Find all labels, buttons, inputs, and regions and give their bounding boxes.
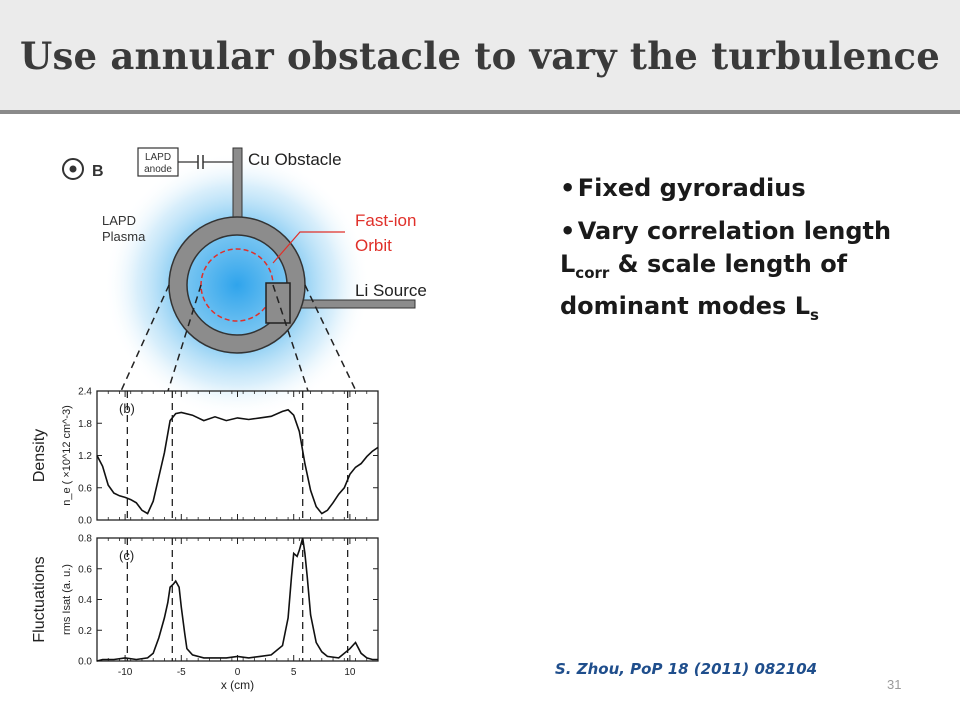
bullet-item-1: • Fixed gyroradius <box>560 174 806 202</box>
chart-xtick-label: -5 <box>177 667 186 678</box>
plasma-glow <box>104 152 370 418</box>
chart-ytick-label: 0.4 <box>78 595 92 606</box>
chart-ytick-label: 1.2 <box>78 451 92 462</box>
citation: S. Zhou, PoP 18 (2011) 082104 <box>555 660 818 678</box>
title-bar: Use annular obstacle to vary the turbule… <box>0 0 960 114</box>
chart-panel-label: (b) <box>119 401 135 416</box>
projection-line-left-inner <box>167 284 202 392</box>
chart-series-line-1 <box>96 408 379 515</box>
bullet-text-1: Fixed gyroradius <box>577 174 806 202</box>
bullet-sub-s: s <box>809 305 819 324</box>
projection-lines <box>120 284 357 392</box>
figure-svg: B LAPD anode Cu Obstacle LAPD Plasma Li … <box>31 147 427 692</box>
chart-ytick-label: 0.0 <box>78 516 92 527</box>
chart-side-label: Fluctuations <box>31 556 48 642</box>
chart-series-line-2 <box>96 537 378 662</box>
bullet-text-2a: Vary correlation length L <box>560 217 892 278</box>
chart-ytick-label: 0.8 <box>78 534 92 545</box>
b-field-label: B <box>92 163 104 180</box>
chart-ytick-label: 0.2 <box>78 626 92 637</box>
plasma-label-line2: Plasma <box>102 229 146 244</box>
chart-ytick-label: 0.6 <box>78 483 92 494</box>
orbit-callout-line <box>272 231 345 264</box>
bullet-sub-corr: corr <box>575 263 610 282</box>
b-field-icon <box>62 158 84 180</box>
anode-label-line2: anode <box>144 164 172 175</box>
chart-ytick-label: 0.6 <box>78 564 92 575</box>
b-field-dot <box>69 165 77 173</box>
chart-side-label: Density <box>31 429 48 482</box>
obstacle-rod <box>232 147 243 219</box>
charts: 0.0 0.6 1.2 1.8 2.4 (b) n_e ( ×10^12 cm^-3) Den… <box>31 387 379 692</box>
bullet-list: • Fixed gyroradius • Vary correlation le… <box>560 172 900 342</box>
chart-ytick-label: 1.8 <box>78 419 92 430</box>
chart-ylabel: rms Isat (a. u.) <box>61 564 73 635</box>
chart-frame-2 <box>96 537 379 662</box>
source-label: Li Source <box>355 281 427 300</box>
chart-panel-label: (c) <box>119 548 134 563</box>
page-number: 31 <box>887 677 902 692</box>
figure: B LAPD anode Cu Obstacle LAPD Plasma Li … <box>0 118 520 720</box>
chart-xlabel: x (cm) <box>221 678 254 692</box>
bullet-item-2: • Vary correlation length Lcorr & scale … <box>560 217 892 324</box>
slide-title: Use annular obstacle to vary the turbule… <box>20 34 940 78</box>
obstacle-label: Cu Obstacle <box>248 150 342 169</box>
bullet-text-2b: & scale length of dominant modes L <box>560 250 848 320</box>
li-source-box <box>265 282 291 324</box>
source-rod <box>289 299 416 309</box>
anode-box <box>137 147 179 177</box>
projection-line-left-outer <box>120 284 170 392</box>
anode-label-line1: LAPD <box>145 152 171 163</box>
projection-line-right-outer <box>304 284 357 392</box>
chart-ylabel: n_e ( ×10^12 cm^-3) <box>61 405 73 506</box>
chart-xtick-label: 0 <box>235 667 241 678</box>
chart-ytick-label: 2.4 <box>78 387 92 398</box>
orbit-label-line2: Orbit <box>355 236 392 255</box>
projection-line-right-inner <box>272 284 309 392</box>
orbit-label-line1: Fast-ion <box>355 211 416 230</box>
plasma-label-line1: LAPD <box>102 213 136 228</box>
chart-xtick-label: -10 <box>118 667 133 678</box>
chart-xtick-label: 10 <box>344 667 356 678</box>
chart-xtick-label: 5 <box>291 667 297 678</box>
annular-obstacle <box>169 217 305 353</box>
chart-ytick-label: 0.0 <box>78 657 92 668</box>
